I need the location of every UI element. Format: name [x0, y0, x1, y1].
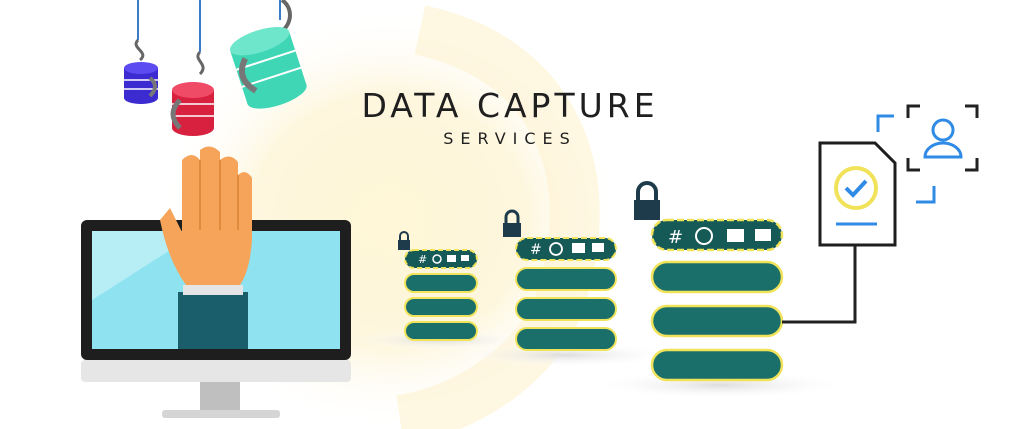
lock-icon	[398, 231, 410, 250]
database-red-icon	[170, 82, 214, 136]
globe-icon	[695, 227, 713, 245]
hash-icon: #	[418, 253, 427, 266]
banner-title: DATA CAPTURE SERVICES	[330, 86, 690, 148]
mail-icon	[447, 255, 456, 262]
server-stack-small: #	[350, 231, 530, 350]
user-scan	[878, 104, 979, 204]
hash-icon: #	[530, 242, 542, 258]
server-stack-large: #	[590, 181, 850, 399]
lock-icon	[634, 181, 660, 220]
check-icon	[844, 179, 868, 198]
hook-red	[170, 0, 214, 136]
hook-purple	[124, 0, 158, 104]
title-sub: SERVICES	[443, 129, 577, 148]
mail-icon	[727, 229, 744, 242]
lock-icon	[503, 209, 521, 237]
chat-icon	[461, 255, 469, 261]
connector-line	[782, 245, 857, 324]
title-main: DATA CAPTURE	[361, 86, 659, 125]
mail-icon	[572, 243, 585, 253]
user-icon	[923, 118, 963, 159]
hash-icon: #	[668, 227, 683, 248]
chat-icon	[592, 243, 604, 252]
reaching-hand	[160, 146, 252, 349]
hook-mint	[230, 0, 307, 109]
server-stack-medium: #	[455, 209, 675, 367]
verified-document	[818, 141, 897, 247]
chat-icon	[755, 229, 771, 241]
database-mint-icon	[230, 26, 307, 109]
globe-icon	[549, 242, 563, 256]
database-purple-icon	[124, 62, 158, 104]
globe-icon	[432, 254, 442, 264]
